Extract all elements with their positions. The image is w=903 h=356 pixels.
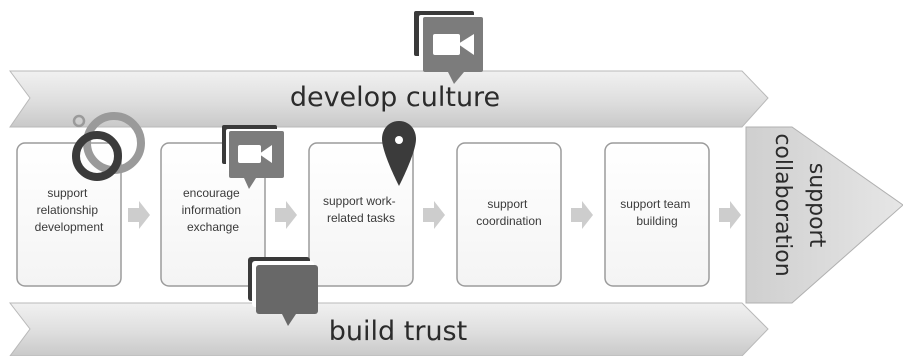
step-box-3: support work- related tasks	[308, 142, 414, 287]
chat-bubble-icon	[248, 257, 318, 326]
step-3-line-1: support work-	[323, 194, 396, 208]
step-2-line-3: exchange	[187, 220, 239, 234]
bottom-band-label: build trust	[329, 316, 467, 347]
step-connector-arrow-4	[571, 201, 593, 229]
step-5-label: support team building	[620, 197, 693, 228]
goal-label-line2: collaboration	[770, 133, 795, 276]
step-4-label: support coordination	[476, 197, 541, 228]
step-2-line-2: information	[182, 203, 241, 217]
goal-label-line1: support	[804, 163, 829, 248]
step-connector-arrow-5	[719, 201, 741, 229]
step-3-line-2: related tasks	[327, 211, 395, 225]
map-pin-icon	[382, 121, 416, 186]
video-camera-icon	[222, 125, 284, 189]
step-connector-arrow-2	[275, 201, 297, 229]
linked-circles-icon	[72, 112, 145, 181]
goal-arrow: support collaboration	[745, 126, 903, 304]
step-box-5: support team building	[604, 142, 710, 287]
step-1-line-2: relationship	[37, 203, 99, 217]
step-2-label: encourage information exchange	[182, 186, 245, 234]
step-1-label: support relationship development	[35, 186, 104, 234]
step-connector-arrow-3	[423, 201, 445, 229]
step-4-line-1: support	[487, 197, 528, 211]
bottom-band: build trust	[8, 302, 769, 356]
step-5-line-1: support team	[620, 197, 690, 211]
step-box-4: support coordination	[456, 142, 562, 287]
step-4-line-2: coordination	[476, 214, 541, 228]
step-connector-arrow-1	[128, 201, 150, 229]
step-3-label: support work- related tasks	[323, 194, 399, 225]
step-1-line-3: development	[35, 220, 104, 234]
step-1-line-1: support	[47, 186, 88, 200]
top-band: develop culture	[9, 70, 769, 128]
top-band-label: develop culture	[290, 82, 500, 113]
step-5-line-2: building	[636, 214, 677, 228]
step-2-line-1: encourage	[183, 186, 240, 200]
video-camera-icon	[414, 11, 483, 84]
step-box-2: encourage information exchange	[160, 142, 266, 287]
